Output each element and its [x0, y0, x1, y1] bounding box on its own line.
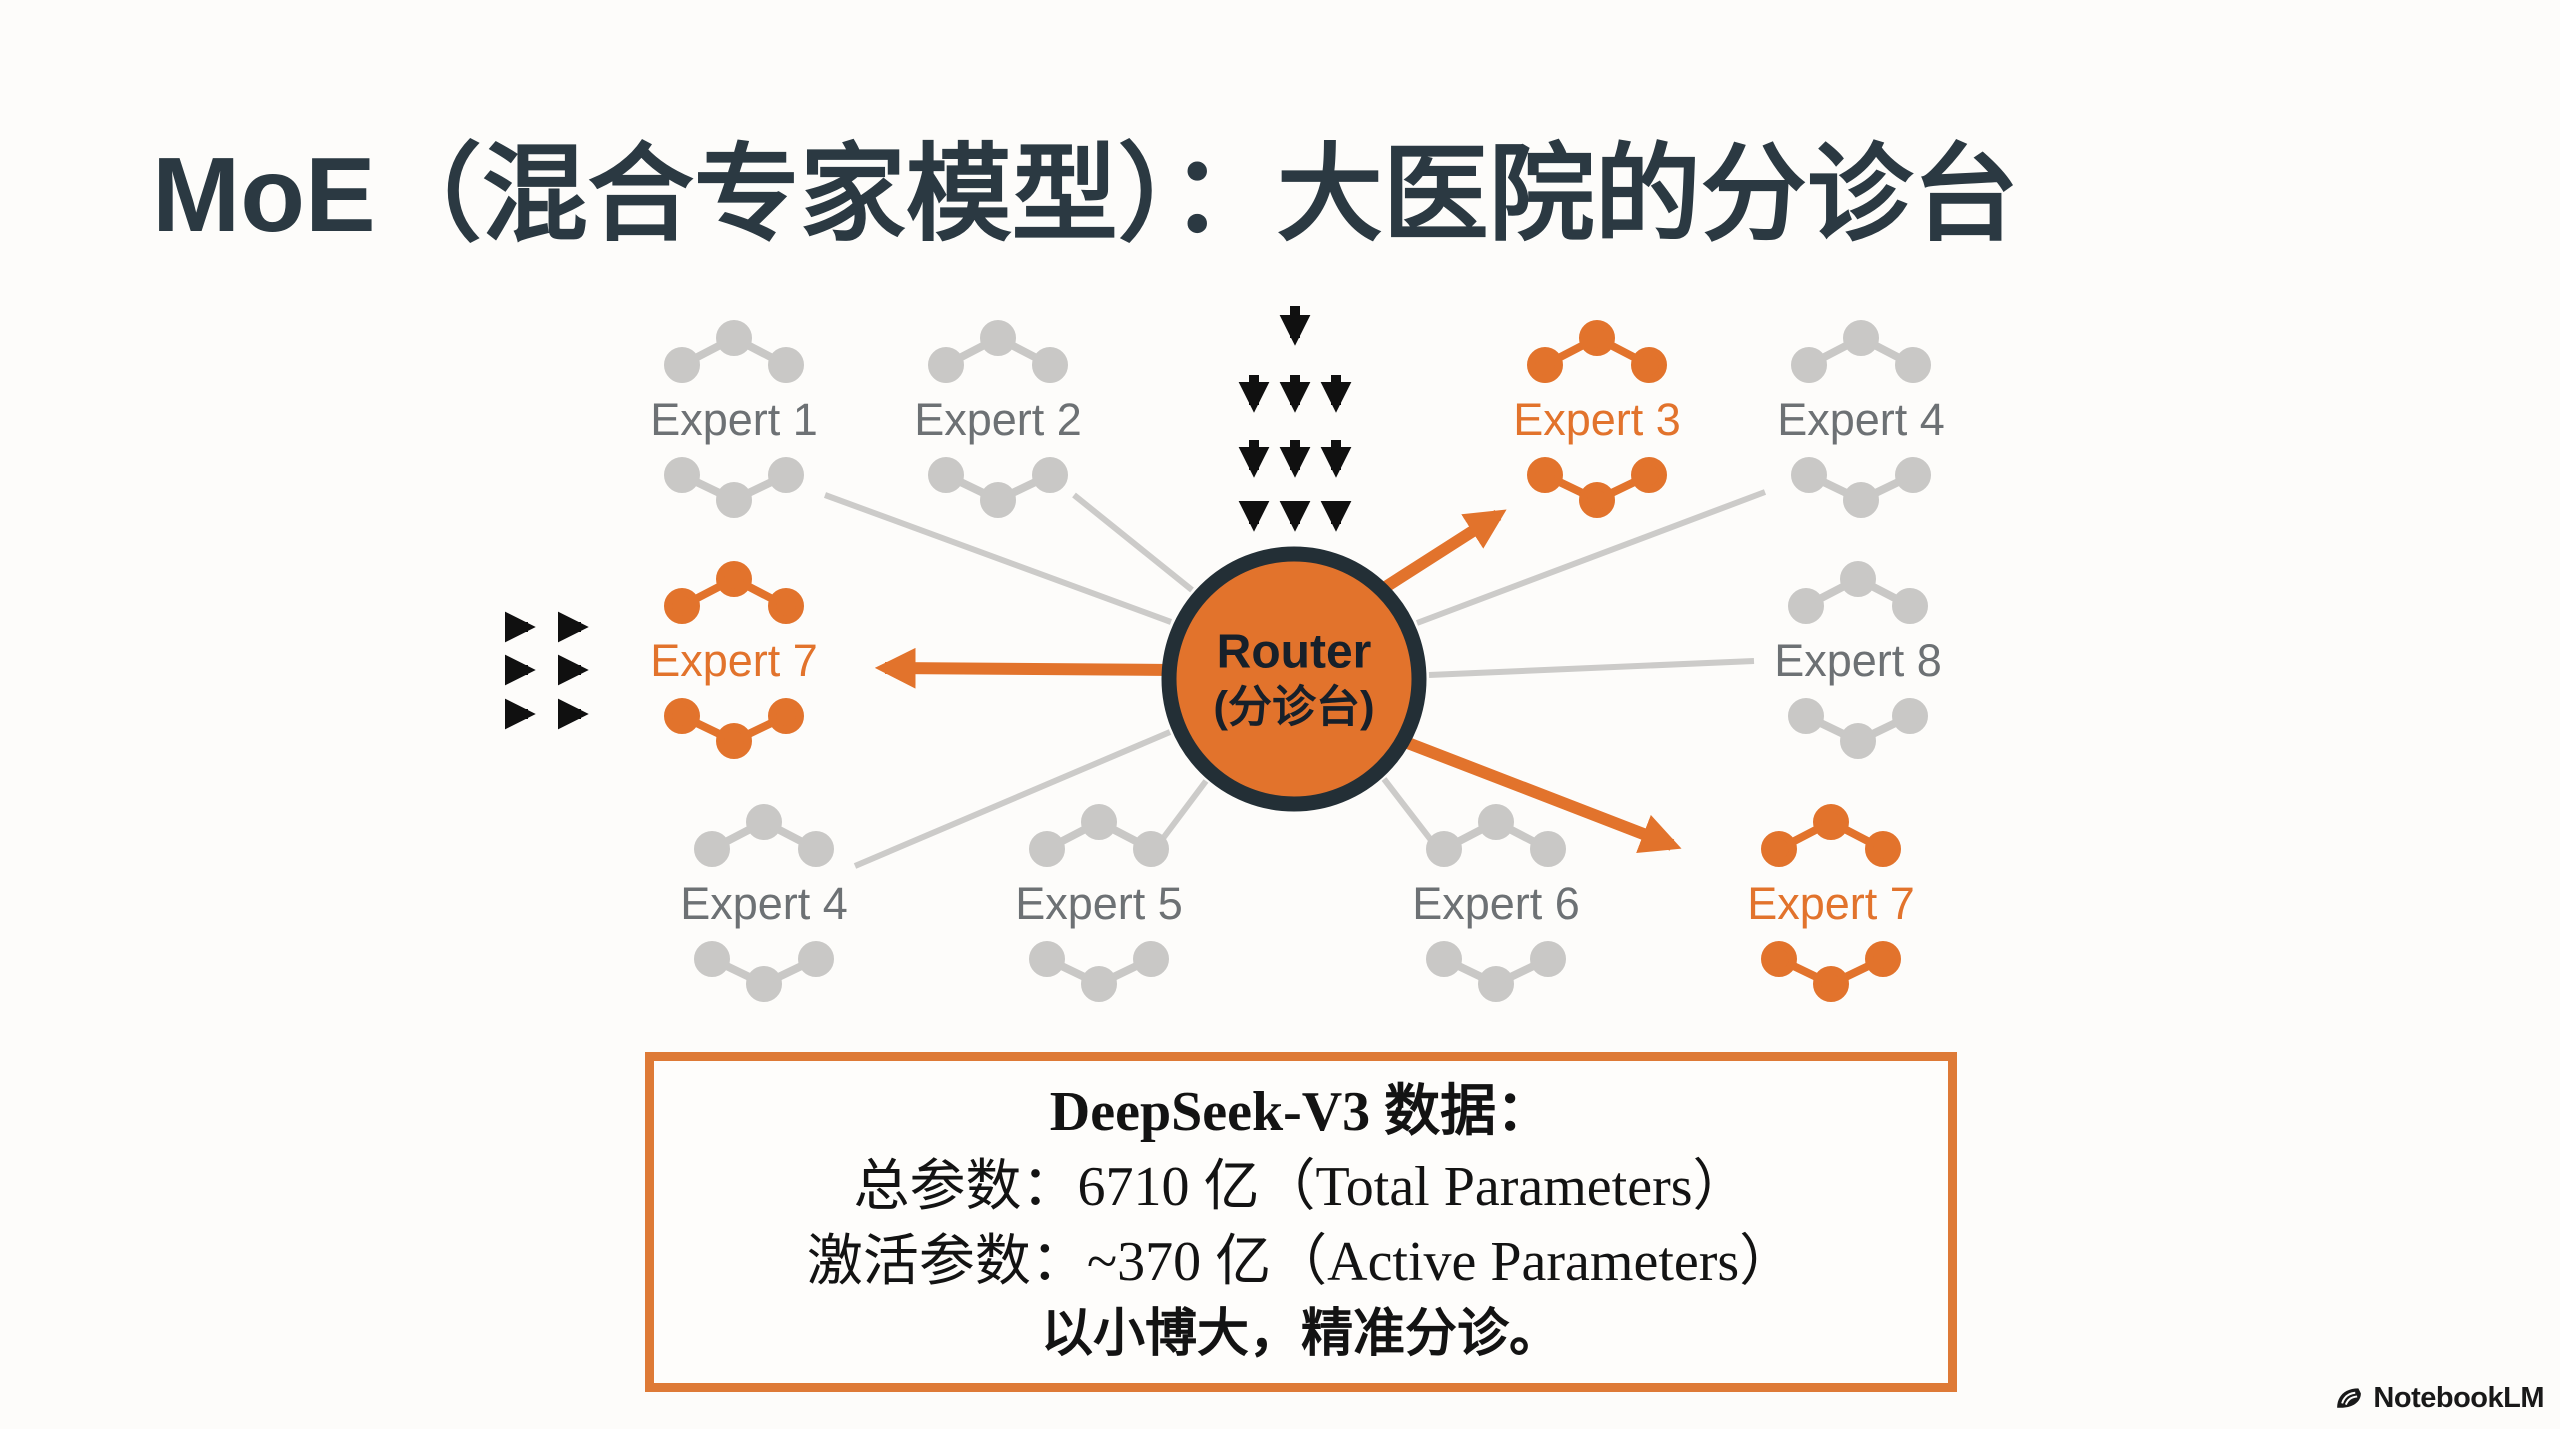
notebooklm-watermark: NotebookLM — [2334, 1382, 2544, 1415]
expert-label: Expert 3 — [1513, 394, 1681, 445]
expert-node-4-top: Expert 4 — [1751, 315, 1971, 525]
molecule-icon — [1791, 320, 1931, 518]
molecule-icon — [1426, 804, 1566, 1002]
molecule-icon — [928, 320, 1068, 518]
expert-label: Expert 7 — [1747, 878, 1915, 929]
stats-total-params: 总参数：6710 亿（Total Parameters） — [853, 1155, 1749, 1218]
expert-node-8-right: Expert 8 — [1748, 556, 1968, 766]
molecule-icon — [694, 804, 834, 1002]
router-node — [1161, 546, 1427, 812]
routing-arrow-to-expert-7-left — [874, 647, 1173, 689]
notebooklm-label: NotebookLM — [2373, 1382, 2544, 1414]
molecule-icon — [1527, 320, 1667, 518]
expert-node-3-top: Expert 3 — [1487, 315, 1707, 525]
notebooklm-icon — [2337, 1387, 2362, 1408]
molecule-icon — [664, 561, 804, 759]
router-title: Router — [1216, 625, 1372, 679]
molecule-icon — [1029, 804, 1169, 1002]
input-tokens-arrows-left — [504, 611, 589, 730]
molecule-icon — [1788, 561, 1928, 759]
router-subtitle: (分诊台) — [1213, 682, 1375, 732]
expert-label: Expert 8 — [1774, 635, 1942, 686]
expert-label: Expert 4 — [680, 878, 848, 929]
expert-label: Expert 7 — [650, 635, 818, 686]
expert-node-2-top: Expert 2 — [888, 315, 1108, 525]
expert-node-4-bottom: Expert 4 — [654, 799, 874, 1009]
expert-node-5-bottom: Expert 5 — [989, 799, 1209, 1009]
stats-active-params: 激活参数：~370 亿（Active Parameters） — [806, 1230, 1796, 1293]
router-label: Router (分诊台) — [1213, 625, 1374, 734]
input-tokens-arrows-top — [1238, 306, 1352, 532]
page-title: MoE（混合专家模型）：大医院的分诊台 — [152, 136, 2019, 254]
expert-label: Expert 4 — [1777, 394, 1945, 445]
routing-arrow-to-expert-7-bottom — [1397, 734, 1682, 854]
routing-arrow-to-expert-3 — [1380, 509, 1507, 594]
molecule-icon — [1761, 804, 1901, 1002]
expert-node-6-bottom: Expert 6 — [1386, 799, 1606, 1009]
molecule-icon — [664, 320, 804, 518]
idle-connection-lines — [823, 489, 1767, 869]
deepseek-stats-box: DeepSeek-V3 数据： 总参数：6710 亿（Total Paramet… — [645, 1052, 1957, 1392]
expert-node-7-bottom: Expert 7 — [1721, 799, 1941, 1009]
expert-label: Expert 2 — [914, 394, 1082, 445]
expert-label: Expert 1 — [650, 394, 818, 445]
routing-arrows — [874, 509, 1682, 854]
expert-node-7-left: Expert 7 — [624, 556, 844, 766]
expert-label: Expert 5 — [1015, 878, 1183, 929]
stats-title: DeepSeek-V3 数据： — [1049, 1080, 1553, 1143]
expert-node-1-top: Expert 1 — [624, 315, 844, 525]
stats-tagline: 以小博大，精准分诊。 — [1040, 1304, 1561, 1363]
expert-label: Expert 6 — [1412, 878, 1580, 929]
